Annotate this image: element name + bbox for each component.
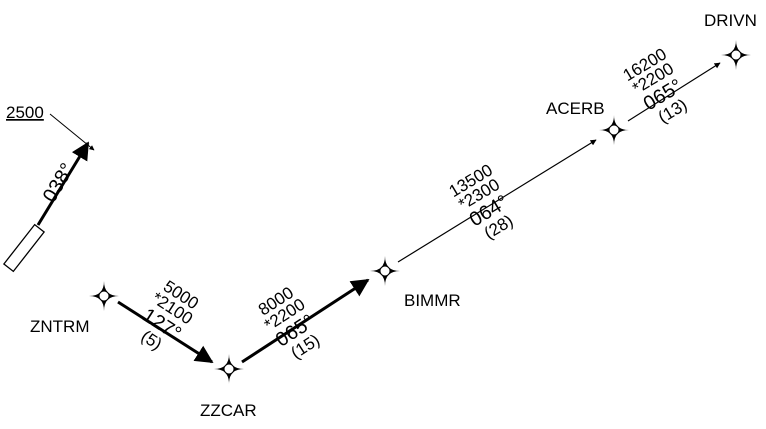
initial-climb-leg [36,141,90,226]
waypoint-name: BIMMR [404,291,461,310]
waypoint-bimmr-icon [370,256,400,286]
leg-label-zntrm-zzcar: 5000 *2100 127° (5) [138,277,202,354]
waypoint-acerb-icon [599,115,629,145]
waypoint-symbols [89,40,751,384]
waypoint-name: DRIVN [704,11,757,30]
waypoint-names: DRIVN ACERB BIMMR ZNTRM ZZCAR [30,11,757,420]
waypoint-zntrm-icon [89,281,119,311]
leg-acerb-drivn [627,62,721,122]
waypoint-name: ZNTRM [30,317,89,336]
leg-label-zzcar-bimmr: 8000 *2200 065° (15) [255,283,323,363]
leg-label-bimmr-acerb: 13500 *2300 064° (28) [446,160,517,243]
leg-zntrm-zzcar [117,300,214,364]
waypoint-name: ACERB [546,99,605,118]
runway-departure: 038° 2500 [2,103,95,273]
waypoint-name: ZZCAR [200,401,257,420]
runway-icon [2,223,46,273]
waypoint-zzcar-icon [214,354,244,384]
leg-zzcar-bimmr [241,278,370,364]
waypoint-drivn-icon [721,40,751,70]
climb-altitude-label: 2500 [6,103,44,122]
route-legs [117,62,721,364]
leg-bimmr-acerb [397,139,597,263]
climb-altitude-leader [49,113,95,151]
